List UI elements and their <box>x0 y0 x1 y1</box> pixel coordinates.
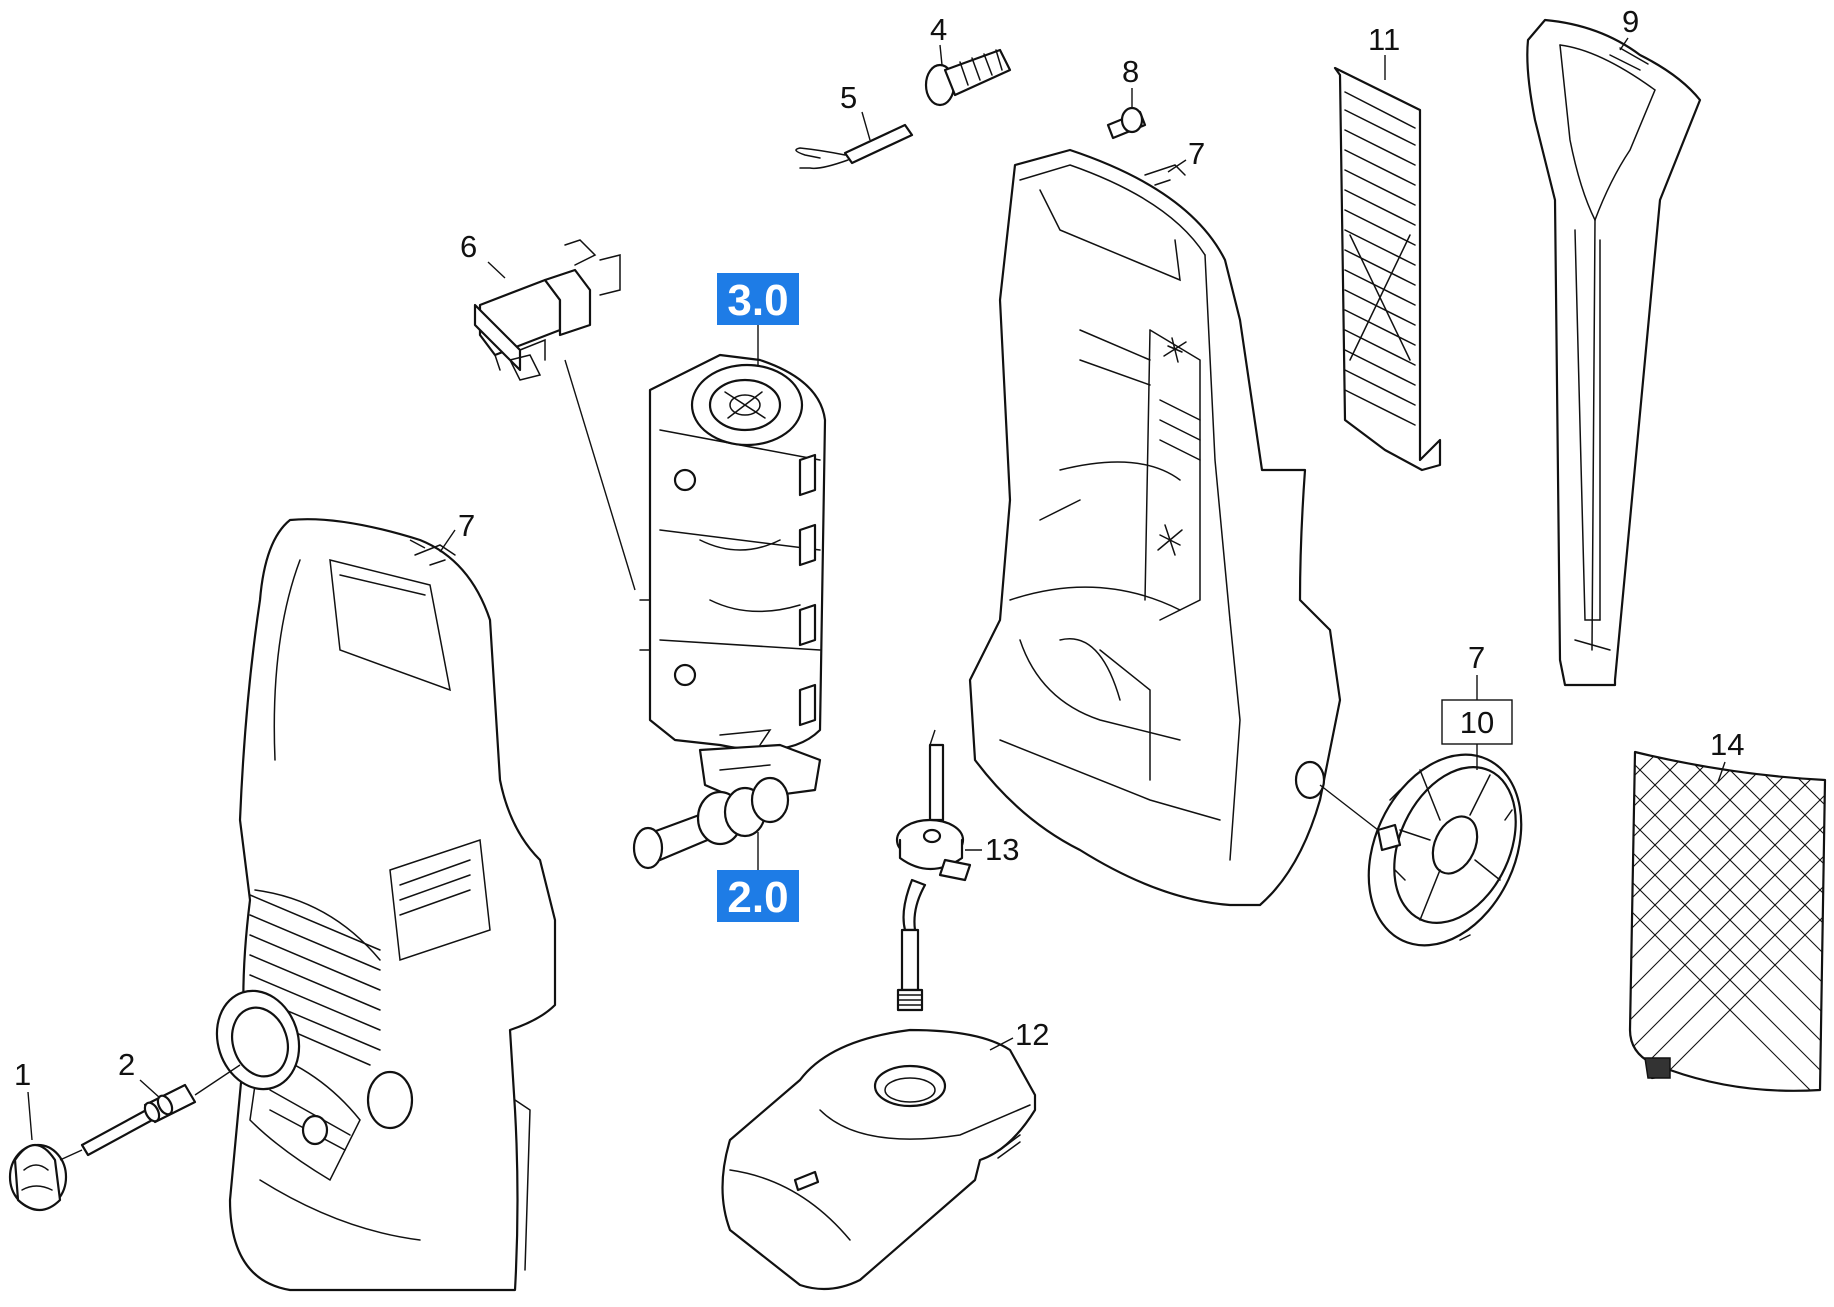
callout-7-back: 7 <box>1188 136 1205 171</box>
callout-6: 6 <box>460 229 477 264</box>
callout-7-front: 7 <box>458 508 475 543</box>
wheel-part <box>1367 753 1523 947</box>
callout-7-wheel: 7 <box>1468 640 1485 675</box>
float-part <box>895 743 972 1012</box>
callout-5: 5 <box>840 80 857 115</box>
shaft-part <box>80 1083 197 1157</box>
assembly-badge-3-0 <box>717 273 799 325</box>
callout-4: 4 <box>930 12 947 47</box>
net-clip <box>1644 1057 1671 1079</box>
assembly-label-3-0: 3.0 <box>727 276 788 325</box>
callout-12: 12 <box>1015 1017 1049 1052</box>
callout-8: 8 <box>1122 54 1139 89</box>
callout-11: 11 <box>1368 22 1400 57</box>
callout-10: 10 <box>1460 705 1494 740</box>
grille-part <box>1333 66 1442 472</box>
callout-2: 2 <box>118 1047 135 1082</box>
valve-assembly <box>632 743 822 870</box>
front-housing-socket <box>215 989 301 1091</box>
callout-9: 9 <box>1622 4 1639 39</box>
assembly-label-2-0: 2.0 <box>727 873 788 922</box>
pump-motor-assembly <box>639 353 827 752</box>
back-housing-part <box>968 148 1342 907</box>
handle-part <box>1526 18 1702 687</box>
callout-13: 13 <box>985 832 1019 867</box>
knob-part <box>8 1143 68 1212</box>
cable-part <box>795 123 914 170</box>
screw-fitting-part <box>924 48 1012 107</box>
screw-part <box>1106 106 1147 140</box>
front-housing-part <box>215 518 557 1292</box>
bracket-part <box>473 239 621 381</box>
storage-net-part <box>1628 750 1827 1092</box>
callout-1: 1 <box>14 1057 31 1092</box>
assembly-badge-2-0 <box>717 870 799 922</box>
callout-14: 14 <box>1710 727 1744 762</box>
detergent-tank-part <box>721 1028 1037 1291</box>
